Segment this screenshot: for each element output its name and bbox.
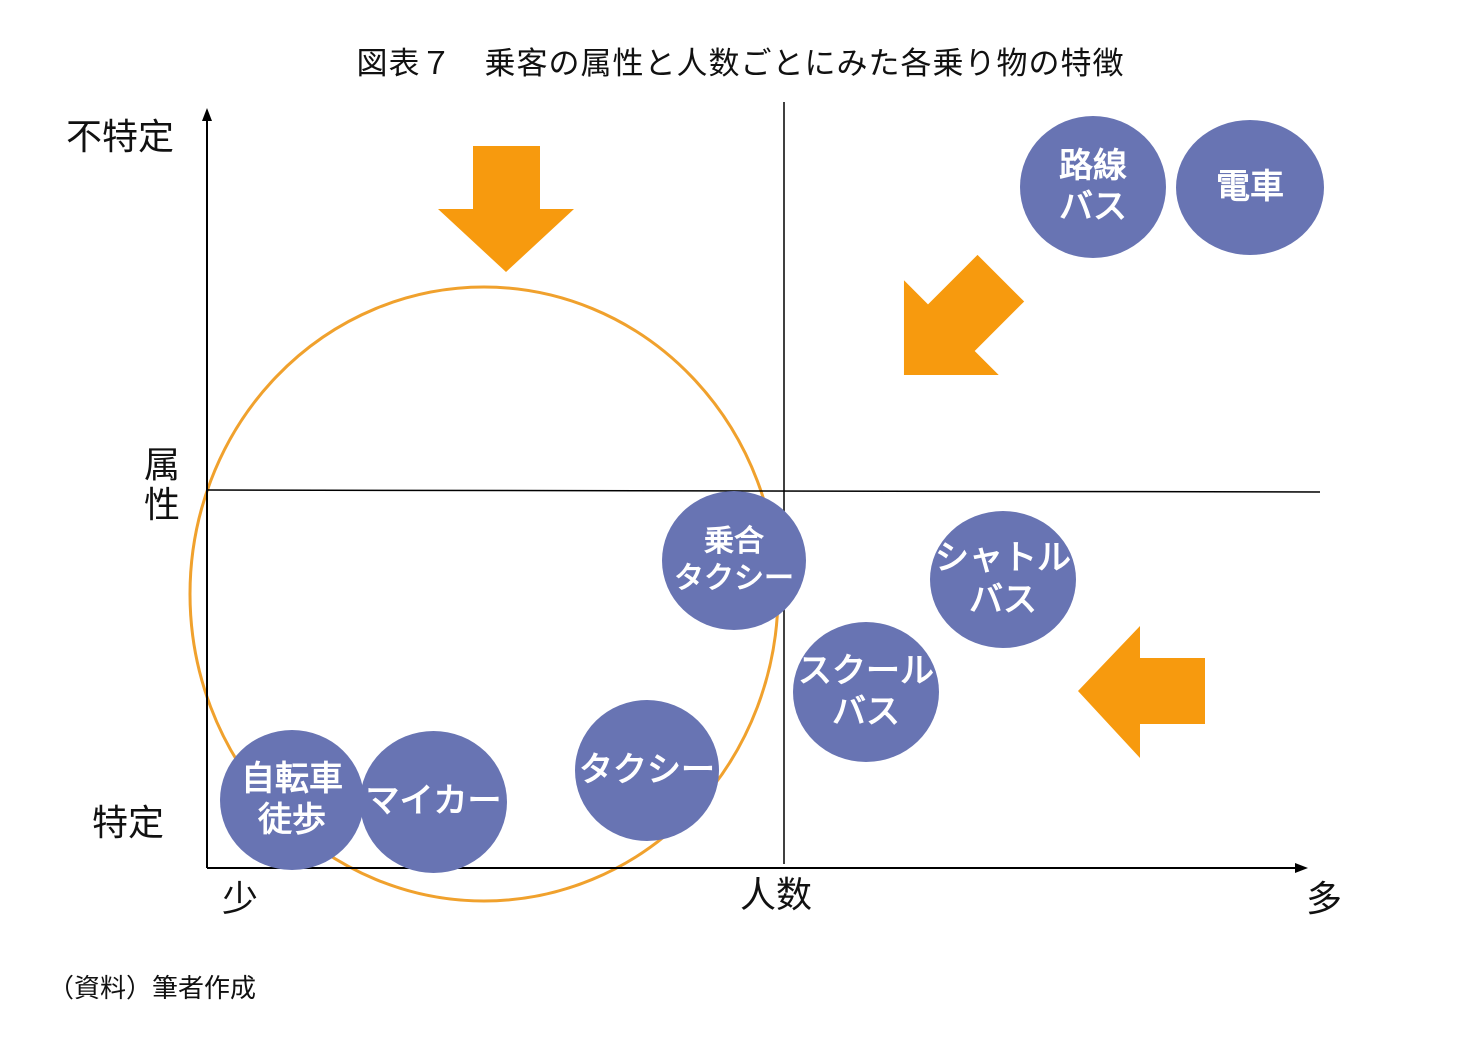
bubble-label: 電車 — [1216, 166, 1284, 207]
bubble-jitensha-toho: 自転車 徒歩 — [220, 730, 364, 870]
bubble-school-bus: スクール バス — [793, 622, 939, 762]
y-axis-bottom-label: 特定 — [92, 803, 165, 844]
bubble-label: 乗合 タクシー — [674, 523, 794, 596]
bubble-label: シャトル バス — [935, 538, 1071, 620]
bubble-shuttle-bus: シャトル バス — [930, 511, 1076, 648]
x-axis-title: 人数 — [740, 875, 813, 916]
bubble-densha: 電車 — [1176, 120, 1324, 255]
bubble-label: マイカー — [365, 781, 502, 822]
bubble-label: スクール バス — [798, 650, 934, 732]
horizontal-divider — [206, 489, 1321, 493]
bubble-label: 自転車 徒歩 — [241, 758, 343, 840]
bubble-taxi: タクシー — [575, 700, 719, 841]
bubble-my-car: マイカー — [360, 731, 507, 873]
figure-title: 図表７ 乗客の属性と人数ごとにみた各乗り物の特徴 — [356, 46, 1125, 82]
bubble-label: 路線 バス — [1059, 145, 1127, 227]
x-axis-right-label: 多 — [1306, 879, 1343, 920]
x-axis-arrowhead — [1295, 863, 1308, 873]
arrow-down-left-icon — [903, 254, 1025, 376]
arrow-down-icon — [438, 146, 574, 272]
y-axis-top-label: 不特定 — [66, 117, 175, 158]
source-note: （資料）筆者作成 — [48, 974, 257, 1004]
bubble-label: タクシー — [579, 749, 715, 790]
bubble-noriai-taxi: 乗合 タクシー — [662, 491, 806, 630]
y-axis-arrowhead — [202, 108, 212, 121]
arrow-left-icon — [1078, 626, 1205, 758]
y-axis-title: 属 性 — [143, 445, 180, 526]
x-axis-left-label: 少 — [222, 879, 259, 920]
bubble-rosen-bus: 路線 バス — [1020, 116, 1166, 258]
